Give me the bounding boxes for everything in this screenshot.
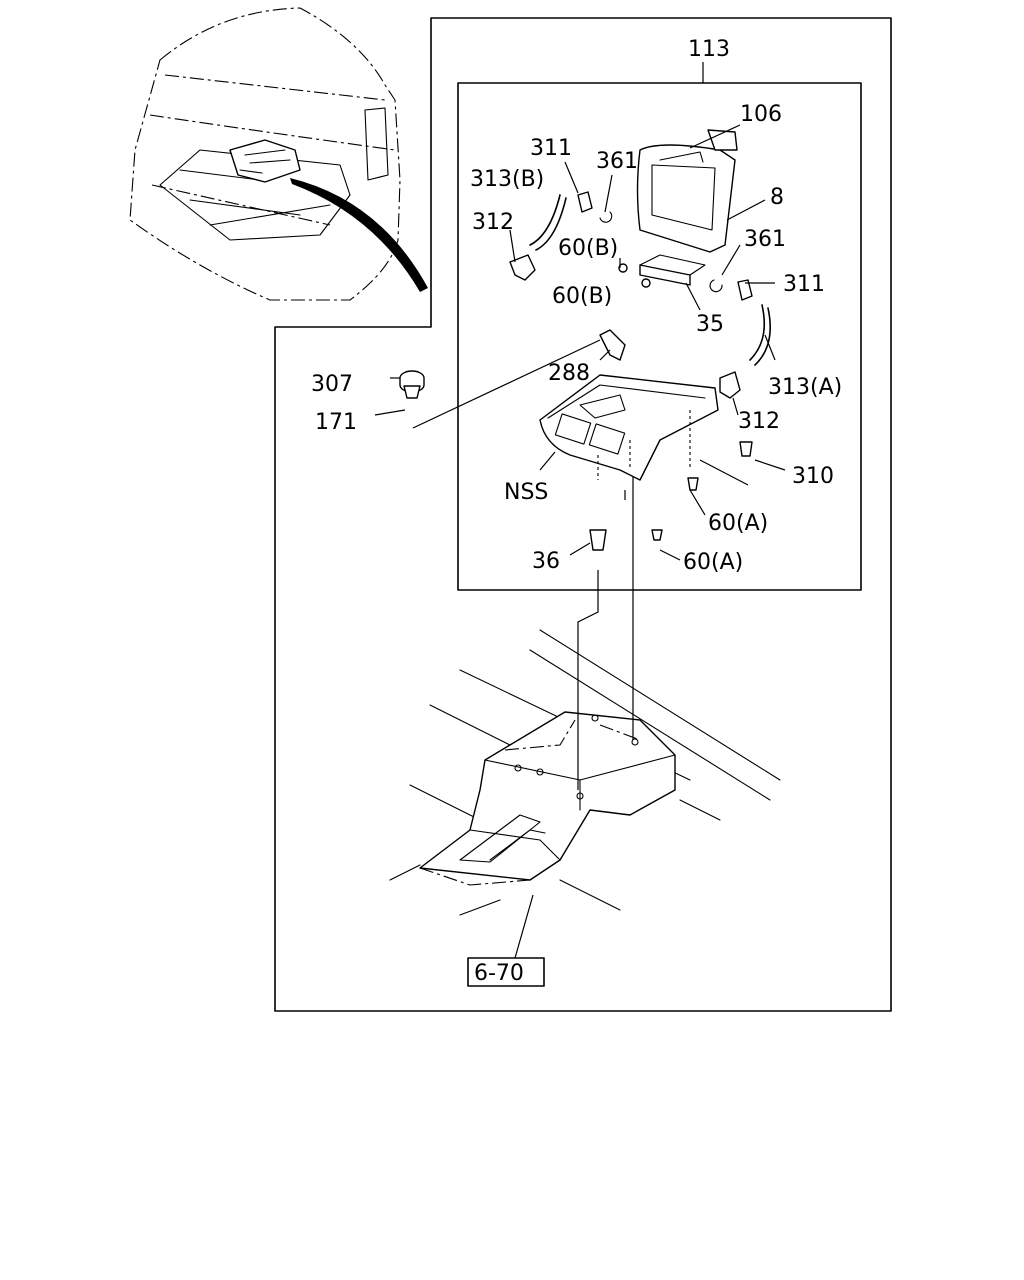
bracket-288 [599, 329, 626, 361]
label-60b-upper: 60(B) [558, 236, 618, 261]
label-36: 36 [532, 549, 560, 574]
floor-console [389, 629, 781, 959]
label-307: 307 [311, 372, 353, 397]
label-35: 35 [696, 312, 724, 337]
inner-frame [457, 82, 862, 591]
label-313b: 313(B) [470, 167, 544, 192]
label-312-right: 312 [738, 409, 780, 434]
strap-313b [529, 194, 567, 251]
strap-313a [749, 304, 776, 366]
leader-lines [374, 161, 786, 561]
label-288: 288 [548, 361, 590, 386]
clips [399, 191, 753, 551]
connector-part [689, 124, 741, 151]
label-313a: 313(A) [768, 375, 842, 400]
label-311-right: 311 [783, 272, 825, 297]
label-113: 113 [688, 37, 730, 62]
mirror-part [636, 144, 766, 253]
label-311-top: 311 [530, 136, 572, 161]
label-361-right: 361 [744, 227, 786, 252]
bracket-35 [639, 254, 706, 311]
label-361-top: 361 [596, 149, 638, 174]
label-8: 8 [770, 185, 784, 210]
label-ref: 6-70 [474, 961, 524, 986]
label-60a-upper: 60(A) [708, 511, 768, 536]
label-60a-lower: 60(A) [683, 550, 743, 575]
cab-overview [129, 7, 428, 301]
label-312-top: 312 [472, 210, 514, 235]
ref-box [467, 957, 545, 987]
label-106: 106 [740, 102, 782, 127]
outer-frame [274, 17, 892, 1012]
label-nss: NSS [504, 480, 548, 505]
label-310: 310 [792, 464, 834, 489]
label-171: 171 [315, 410, 357, 435]
overhead-console [539, 374, 719, 481]
label-60b-lower: 60(B) [552, 284, 612, 309]
